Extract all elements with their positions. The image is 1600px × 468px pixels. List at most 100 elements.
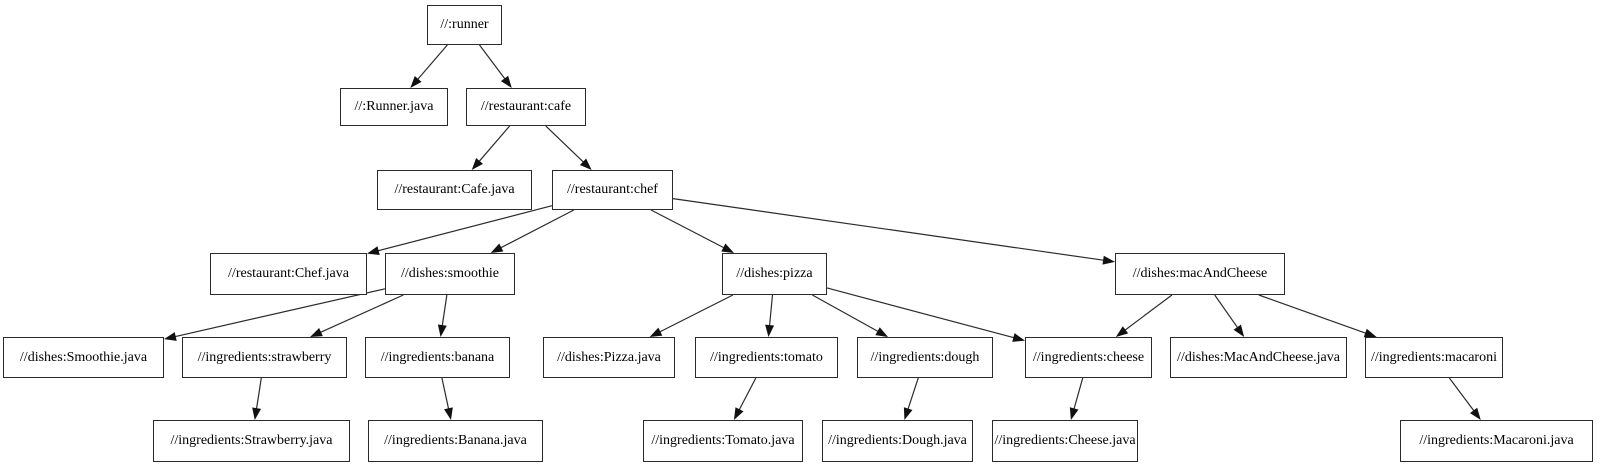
edge-mac-and-cheese-to-mac-and-cheese-java: [1214, 294, 1245, 337]
graph-node-pizza-java: //dishes:Pizza.java: [543, 337, 675, 378]
arrowhead-icon: [252, 407, 262, 420]
edge-smoothie-to-banana: [437, 294, 448, 337]
node-label: //ingredients:banana: [380, 349, 495, 365]
edge-line: [672, 198, 1106, 262]
node-label: //dishes:pizza: [736, 266, 813, 281]
arrowhead-icon: [721, 243, 734, 253]
graph-node-banana: //ingredients:banana: [365, 337, 510, 378]
edge-line: [499, 209, 575, 249]
graph-node-strawberry-java: //ingredients:Strawberry.java: [153, 420, 350, 462]
arrowhead-icon: [444, 407, 453, 420]
arrowhead-icon: [875, 327, 889, 337]
arrowhead-icon: [471, 157, 483, 170]
edge-chef-to-pizza: [650, 209, 734, 253]
edge-cafe-to-cafe-java: [471, 125, 511, 170]
edge-line: [1448, 377, 1476, 413]
graph-node-runner-java: //:Runner.java: [340, 88, 448, 126]
node-label: //dishes:smoothie: [401, 266, 499, 281]
edge-line: [1073, 377, 1084, 411]
edge-banana-to-banana-java: [441, 377, 453, 420]
graph-node-chef-java: //restaurant:Chef.java: [210, 253, 367, 295]
node-label: //ingredients:Banana.java: [384, 433, 527, 448]
edge-mac-and-cheese-to-cheese: [1115, 294, 1173, 337]
edge-chef-to-chef-java: [367, 205, 553, 255]
edge-line: [1214, 294, 1239, 330]
graph-node-tomato: //ingredients:tomato: [695, 337, 838, 378]
graph-node-mac-and-cheese: //dishes:macAndCheese: [1115, 253, 1285, 295]
edge-line: [768, 294, 774, 328]
edge-macaroni-to-macaroni-java: [1448, 377, 1481, 420]
node-label: //ingredients:macaroni: [1371, 349, 1497, 365]
edge-strawberry-to-strawberry-java: [252, 377, 262, 420]
graph-node-dough: //ingredients:dough: [857, 337, 993, 378]
graph-node-runner: //:runner: [427, 5, 502, 45]
node-label: //dishes:MacAndCheese.java: [1177, 349, 1340, 365]
arrowhead-icon: [1012, 333, 1025, 342]
node-label: //ingredients:Strawberry.java: [170, 433, 333, 448]
graph-node-dough-java: //ingredients:Dough.java: [822, 420, 973, 462]
edge-line: [738, 377, 757, 412]
arrowhead-icon: [490, 243, 504, 253]
graph-node-tomato-java: //ingredients:Tomato.java: [643, 420, 803, 462]
edge-runner-to-runner-java: [410, 44, 448, 88]
edge-chef-to-mac-and-cheese: [672, 198, 1115, 265]
node-label: //ingredients:Cheese.java: [994, 433, 1136, 448]
graph-node-cafe: //restaurant:cafe: [466, 88, 586, 126]
arrowhead-icon: [1469, 407, 1481, 420]
edge-line: [812, 294, 880, 333]
graph-node-mac-and-cheese-java: //dishes:MacAndCheese.java: [1170, 337, 1347, 378]
arrowhead-icon: [437, 324, 447, 337]
node-label: //restaurant:Chef.java: [228, 266, 349, 281]
edge-line: [650, 209, 726, 249]
node-label: //:runner: [440, 17, 489, 32]
edge-line: [441, 294, 448, 328]
node-label: //ingredients:dough: [870, 349, 980, 365]
arrowhead-icon: [367, 246, 380, 255]
node-label: //restaurant:chef: [567, 182, 658, 197]
edge-runner-to-cafe: [479, 44, 512, 88]
edge-chef-to-smoothie: [490, 209, 575, 253]
edge-line: [255, 377, 262, 411]
arrowhead-icon: [1233, 324, 1245, 337]
node-label: //:Runner.java: [354, 99, 434, 114]
arrowhead-icon: [903, 407, 913, 420]
edge-cheese-to-cheese-java: [1069, 377, 1084, 420]
node-label: //dishes:Smoothie.java: [19, 349, 148, 365]
edge-pizza-to-pizza-java: [649, 294, 734, 337]
edge-smoothie-to-smoothie-java: [164, 288, 386, 341]
edge-line: [545, 125, 585, 164]
edge-dough-to-dough-java: [903, 377, 919, 420]
edge-line: [416, 44, 448, 81]
arrowhead-icon: [1115, 326, 1129, 337]
node-label: //ingredients:Dough.java: [828, 433, 967, 448]
edge-mac-and-cheese-to-macaroni: [1258, 294, 1377, 338]
edge-smoothie-to-strawberry: [310, 294, 404, 337]
edge-line: [906, 377, 919, 411]
graph-node-banana-java: //ingredients:Banana.java: [368, 420, 543, 462]
edge-line: [173, 288, 386, 338]
graph-node-smoothie: //dishes:smoothie: [385, 253, 515, 295]
edge-cafe-to-chef: [545, 125, 592, 170]
graph-node-cafe-java: //restaurant:Cafe.java: [377, 170, 532, 210]
edge-line: [479, 44, 507, 81]
graph-node-macaroni-java: //ingredients:Macaroni.java: [1400, 420, 1593, 462]
edge-line: [318, 294, 404, 334]
node-label: //dishes:Pizza.java: [557, 349, 661, 365]
graph-node-smoothie-java: //dishes:Smoothie.java: [3, 337, 164, 378]
node-label: //ingredients:Macaroni.java: [1419, 433, 1574, 448]
arrowhead-icon: [649, 327, 663, 337]
edge-line: [658, 294, 734, 334]
arrowhead-icon: [500, 75, 512, 88]
graph-node-macaroni: //ingredients:macaroni: [1365, 337, 1503, 378]
node-label: //ingredients:cheese: [1032, 349, 1145, 365]
node-label: //restaurant:Cafe.java: [394, 182, 515, 197]
edge-pizza-to-tomato: [765, 294, 775, 337]
arrowhead-icon: [765, 324, 775, 337]
node-label: //ingredients:strawberry: [197, 349, 332, 365]
graph-node-cheese: //ingredients:cheese: [1025, 337, 1152, 378]
graph-node-pizza: //dishes:pizza: [722, 253, 827, 295]
arrowhead-icon: [1069, 407, 1079, 420]
edge-line: [477, 125, 511, 163]
arrowhead-icon: [310, 327, 323, 337]
